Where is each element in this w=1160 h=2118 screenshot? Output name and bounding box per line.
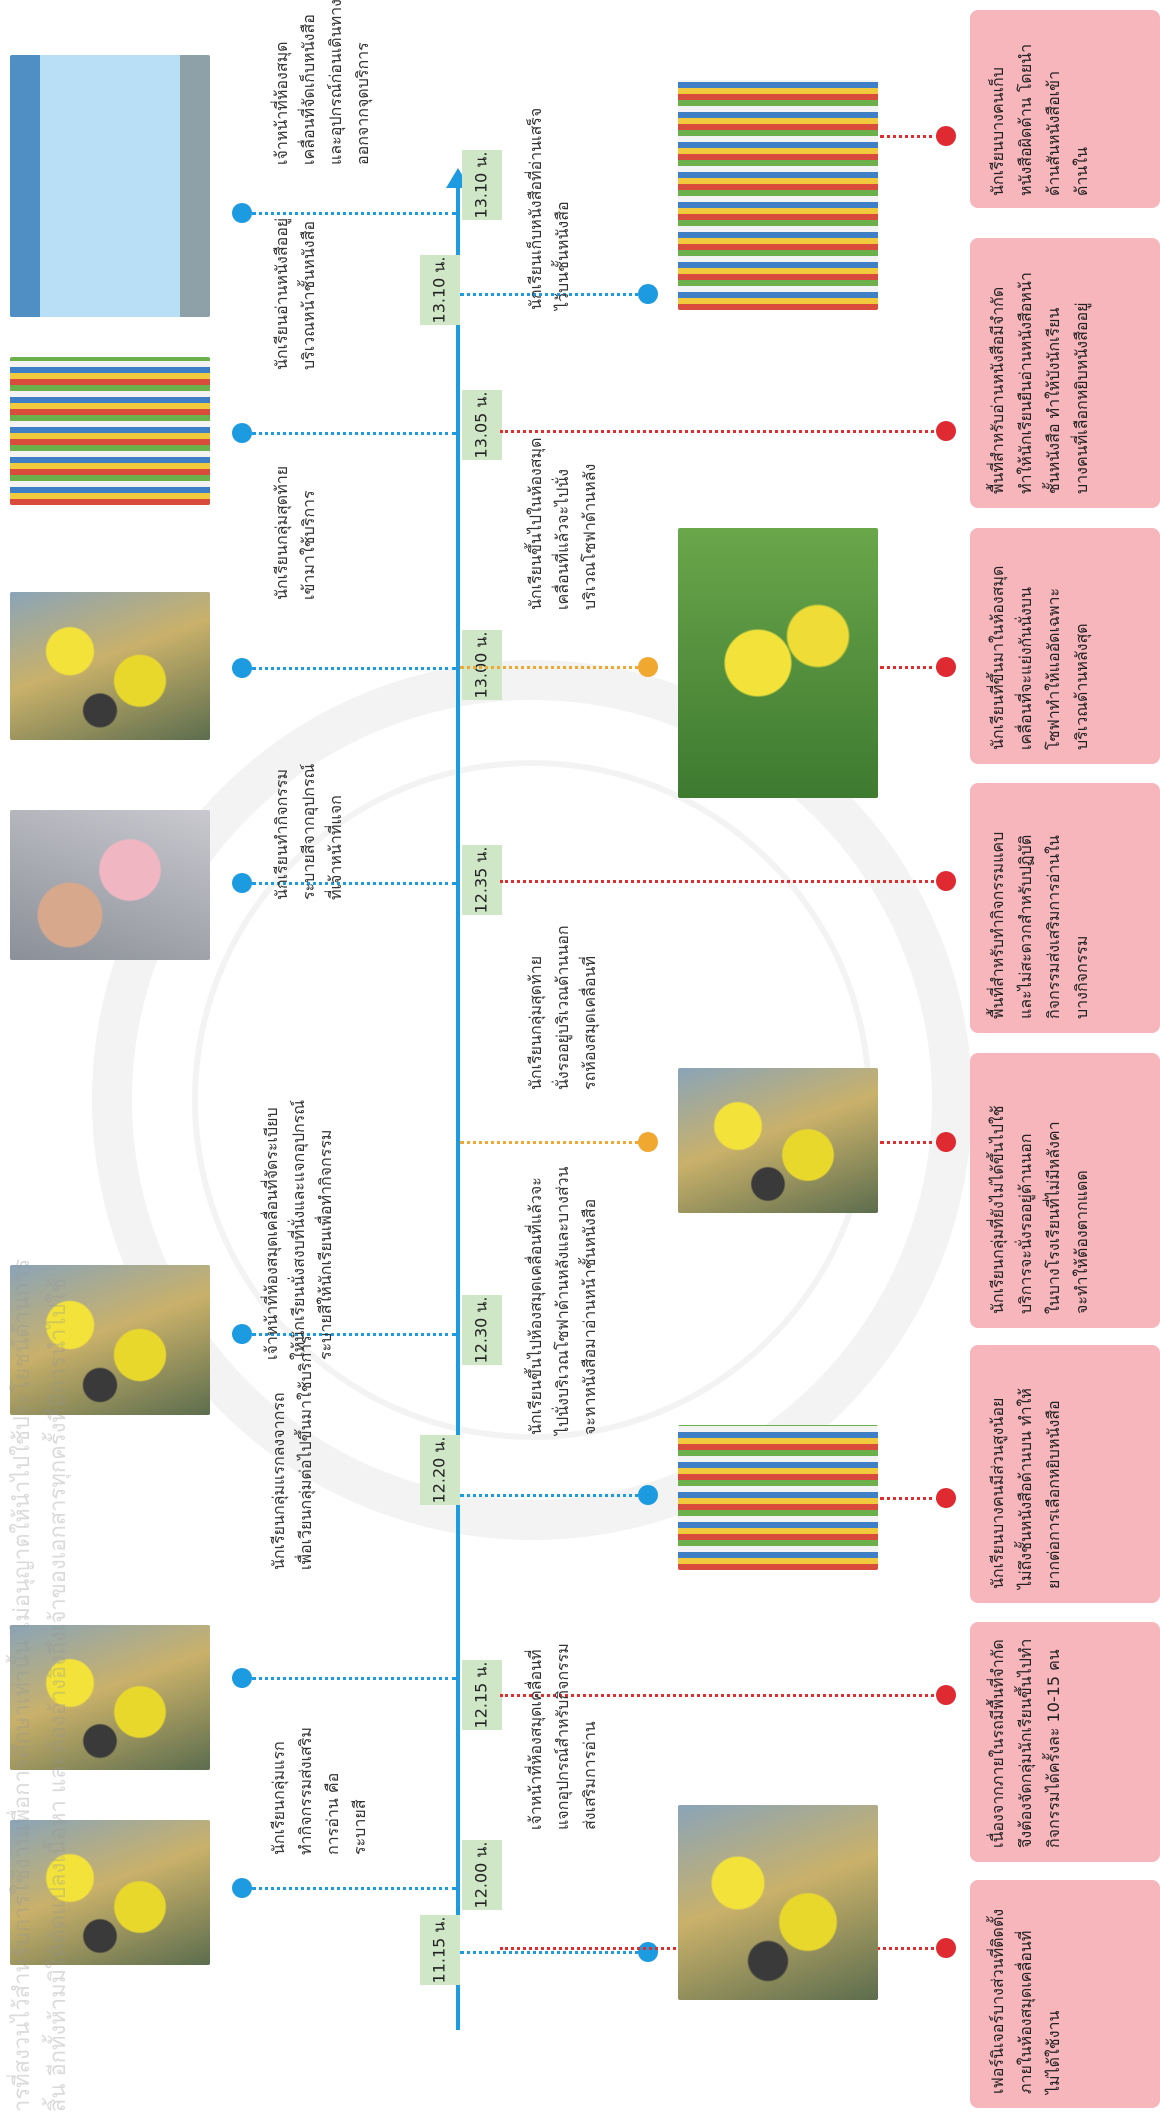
- connector-line: [252, 1333, 456, 1336]
- connector-line: [252, 432, 456, 435]
- time-badge: 13.05 น.: [462, 390, 502, 460]
- observation-connector: [500, 430, 940, 433]
- timeline-dot: [232, 658, 252, 678]
- photo-students-seated: [10, 1265, 210, 1415]
- time-badge: 13.10 น.: [420, 255, 460, 325]
- observation-box: เฟอร์นิเจอร์บางส่วนที่ติดตั้ง ภายในห้องส…: [970, 1880, 1160, 2108]
- photo-last-group: [10, 592, 210, 740]
- timeline-dot: [638, 657, 658, 677]
- timeline-dot: [638, 284, 658, 304]
- timeline-note: นักเรียนขึ้นไปในห้องสมุด เคลื่อนที่แล้วจ…: [526, 437, 599, 611]
- timeline-dot: [638, 1485, 658, 1505]
- observation-box: นักเรียนบางคนเก็บ หนังสือผิดด้าน โดยนำ ด…: [970, 10, 1160, 208]
- time-badge: 12.35 น.: [462, 845, 502, 915]
- connector-line: [252, 1887, 456, 1890]
- observation-dot: [936, 1938, 956, 1958]
- watermark-text: ารที่สงวนไว้สำหรับการใช้งานเพื่อการศึกษา…: [10, 1258, 35, 2112]
- timeline-note: เจ้าหน้าที่ห้องสมุดเคลื่อนที่จัดระเบียบ …: [262, 1099, 335, 1360]
- time-badge: 13.00 น.: [462, 630, 502, 700]
- observation-box: พื้นที่สำหรับอ่านหนังสือมีจำกัด ทำให้นัก…: [970, 238, 1160, 508]
- observation-connector: [500, 1694, 940, 1697]
- observation-dot: [936, 1132, 956, 1152]
- observation-connector: [880, 135, 940, 138]
- observation-dot: [936, 126, 956, 146]
- photo-bus-interior: [678, 1805, 878, 2000]
- timeline-note: นักเรียนกลุ่มสุดท้าย เข้ามาใช้บริการ: [272, 465, 318, 600]
- observation-dot: [936, 871, 956, 891]
- timeline-note: นักเรียนอ่านหนังสืออยู่ บริเวณหน้าชั้นหน…: [272, 217, 318, 370]
- timeline-dot: [232, 423, 252, 443]
- photo-sofa-seating: [678, 528, 878, 798]
- photo-students-bus: [10, 1625, 210, 1770]
- observation-connector: [880, 666, 940, 669]
- timeline-note: นักเรียนทำกิจกรรม ระบายสีจากอุปกรณ์ ที่เ…: [272, 763, 345, 900]
- timeline-dot: [638, 1942, 658, 1962]
- timeline-dot: [232, 1324, 252, 1344]
- photo-reading-shelf: [10, 357, 210, 505]
- timeline-note: นักเรียนเก็บหนังสือที่อ่านเสร็จ ไว้บนชั้…: [526, 107, 572, 310]
- connector-line: [460, 1951, 646, 1954]
- photo-shelf-returned: [678, 80, 878, 310]
- connector-line: [252, 1677, 456, 1680]
- observation-connector: [880, 1497, 940, 1500]
- observation-connector: [500, 880, 940, 883]
- observation-dot: [936, 657, 956, 677]
- photo-library-bus: [10, 55, 210, 317]
- observation-box: นักเรียนกลุ่มที่ยังไม่ได้ขึ้นไปใช้ บริกา…: [970, 1053, 1160, 1328]
- photo-book-shelf: [678, 1425, 878, 1570]
- photo-outside-waiting: [678, 1068, 878, 1213]
- timeline-dot: [232, 203, 252, 223]
- observation-dot: [936, 421, 956, 441]
- connector-line: [460, 293, 646, 296]
- timeline-axis: [456, 180, 460, 2030]
- observation-box: เนื่องจากภายในรถมีพื้นที่จำกัด จึงต้องจั…: [970, 1622, 1160, 1862]
- watermark-text: สิ้น อีกทั้งห้ามมิให้ดัดแปลงเนื้อหา และต…: [46, 1277, 71, 2112]
- time-badge: 12.15 น.: [462, 1660, 502, 1730]
- time-badge: 12.00 น.: [462, 1840, 502, 1910]
- connector-line: [252, 212, 456, 215]
- observation-box: นักเรียนที่ขึ้นมาในห้องสมุด เคลื่อนที่จะ…: [970, 528, 1160, 764]
- connector-line: [252, 882, 456, 885]
- time-badge: 12.30 น.: [462, 1295, 502, 1365]
- observation-connector: [880, 1141, 940, 1144]
- timeline-note: นักเรียนขึ้นไปห้องสมุดเคลื่อนที่แล้วจะ ไ…: [526, 1166, 599, 1435]
- timeline-note: นักเรียนกลุ่มสุดท้าย นั่งรออยู่บริเวณด้า…: [526, 925, 599, 1090]
- observation-dot: [936, 1685, 956, 1705]
- photo-coloring-activity: [10, 1820, 210, 1965]
- timeline-note: นักเรียนกลุ่มแรก ทำกิจกรรมส่งเสริม การอ่…: [269, 1727, 369, 1855]
- connector-line: [460, 1141, 646, 1144]
- timeline-dot: [232, 873, 252, 893]
- time-badge: 11.15 น.: [420, 1915, 460, 1985]
- time-badge: 13.10 น.: [462, 150, 502, 220]
- observation-box: นักเรียนบางคนมีส่วนสูงน้อย ไม่ถึงชั้นหนั…: [970, 1345, 1160, 1603]
- timeline-dot: [638, 1132, 658, 1152]
- time-badge: 12.20 น.: [420, 1435, 460, 1505]
- timeline-note: เจ้าหน้าที่ห้องสมุด เคลื่อนที่จัดเก็บหนั…: [272, 0, 372, 165]
- connector-line: [460, 666, 646, 669]
- timeline-dot: [232, 1878, 252, 1898]
- connector-line: [252, 667, 456, 670]
- timeline-dot: [232, 1668, 252, 1688]
- observation-dot: [936, 1488, 956, 1508]
- photo-craft-activity: [10, 810, 210, 960]
- timeline-note: เจ้าหน้าที่ห้องสมุดเคลื่อนที่ แจกอุปกรณ์…: [526, 1643, 599, 1830]
- connector-line: [460, 1494, 646, 1497]
- observation-box: พื้นที่สำหรับทำกิจกรรมแคบ และไม่สะดวกสำห…: [970, 783, 1160, 1033]
